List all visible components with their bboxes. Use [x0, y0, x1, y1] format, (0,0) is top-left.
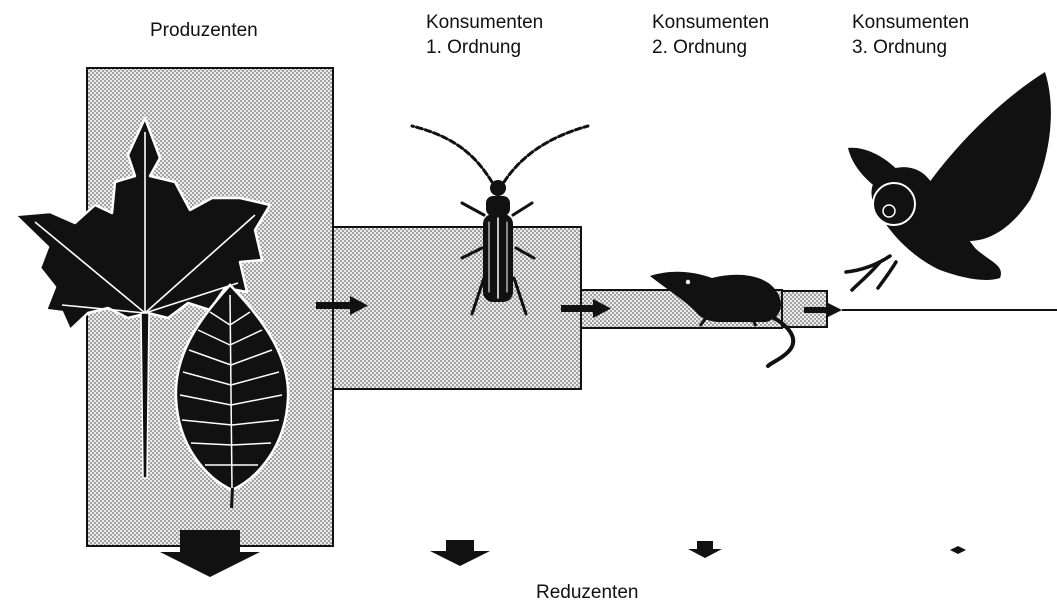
- consumers-1-box: [333, 227, 581, 389]
- consumers-3-title: Konsumenten: [852, 10, 969, 35]
- owl-icon: [846, 72, 1051, 290]
- consumers-2-order: 2. Ordnung: [652, 35, 769, 60]
- consumers-1-label: Konsumenten 1. Ordnung: [426, 10, 543, 60]
- consumers-3-order: 3. Ordnung: [852, 35, 969, 60]
- consumers-1-order: 1. Ordnung: [426, 35, 543, 60]
- flow-arrow-icon: [804, 302, 1057, 318]
- consumers-2-title: Konsumenten: [652, 10, 769, 35]
- decomposer-arrow-icon: [950, 546, 966, 554]
- consumers-3-label: Konsumenten 3. Ordnung: [852, 10, 969, 60]
- consumers-1-title: Konsumenten: [426, 10, 543, 35]
- producers-label: Produzenten: [150, 18, 258, 43]
- decomposer-arrow-icon: [688, 541, 722, 558]
- decomposers-label: Reduzenten: [536, 580, 638, 605]
- consumers-2-label: Konsumenten 2. Ordnung: [652, 10, 769, 60]
- decomposer-arrow-icon: [430, 540, 490, 566]
